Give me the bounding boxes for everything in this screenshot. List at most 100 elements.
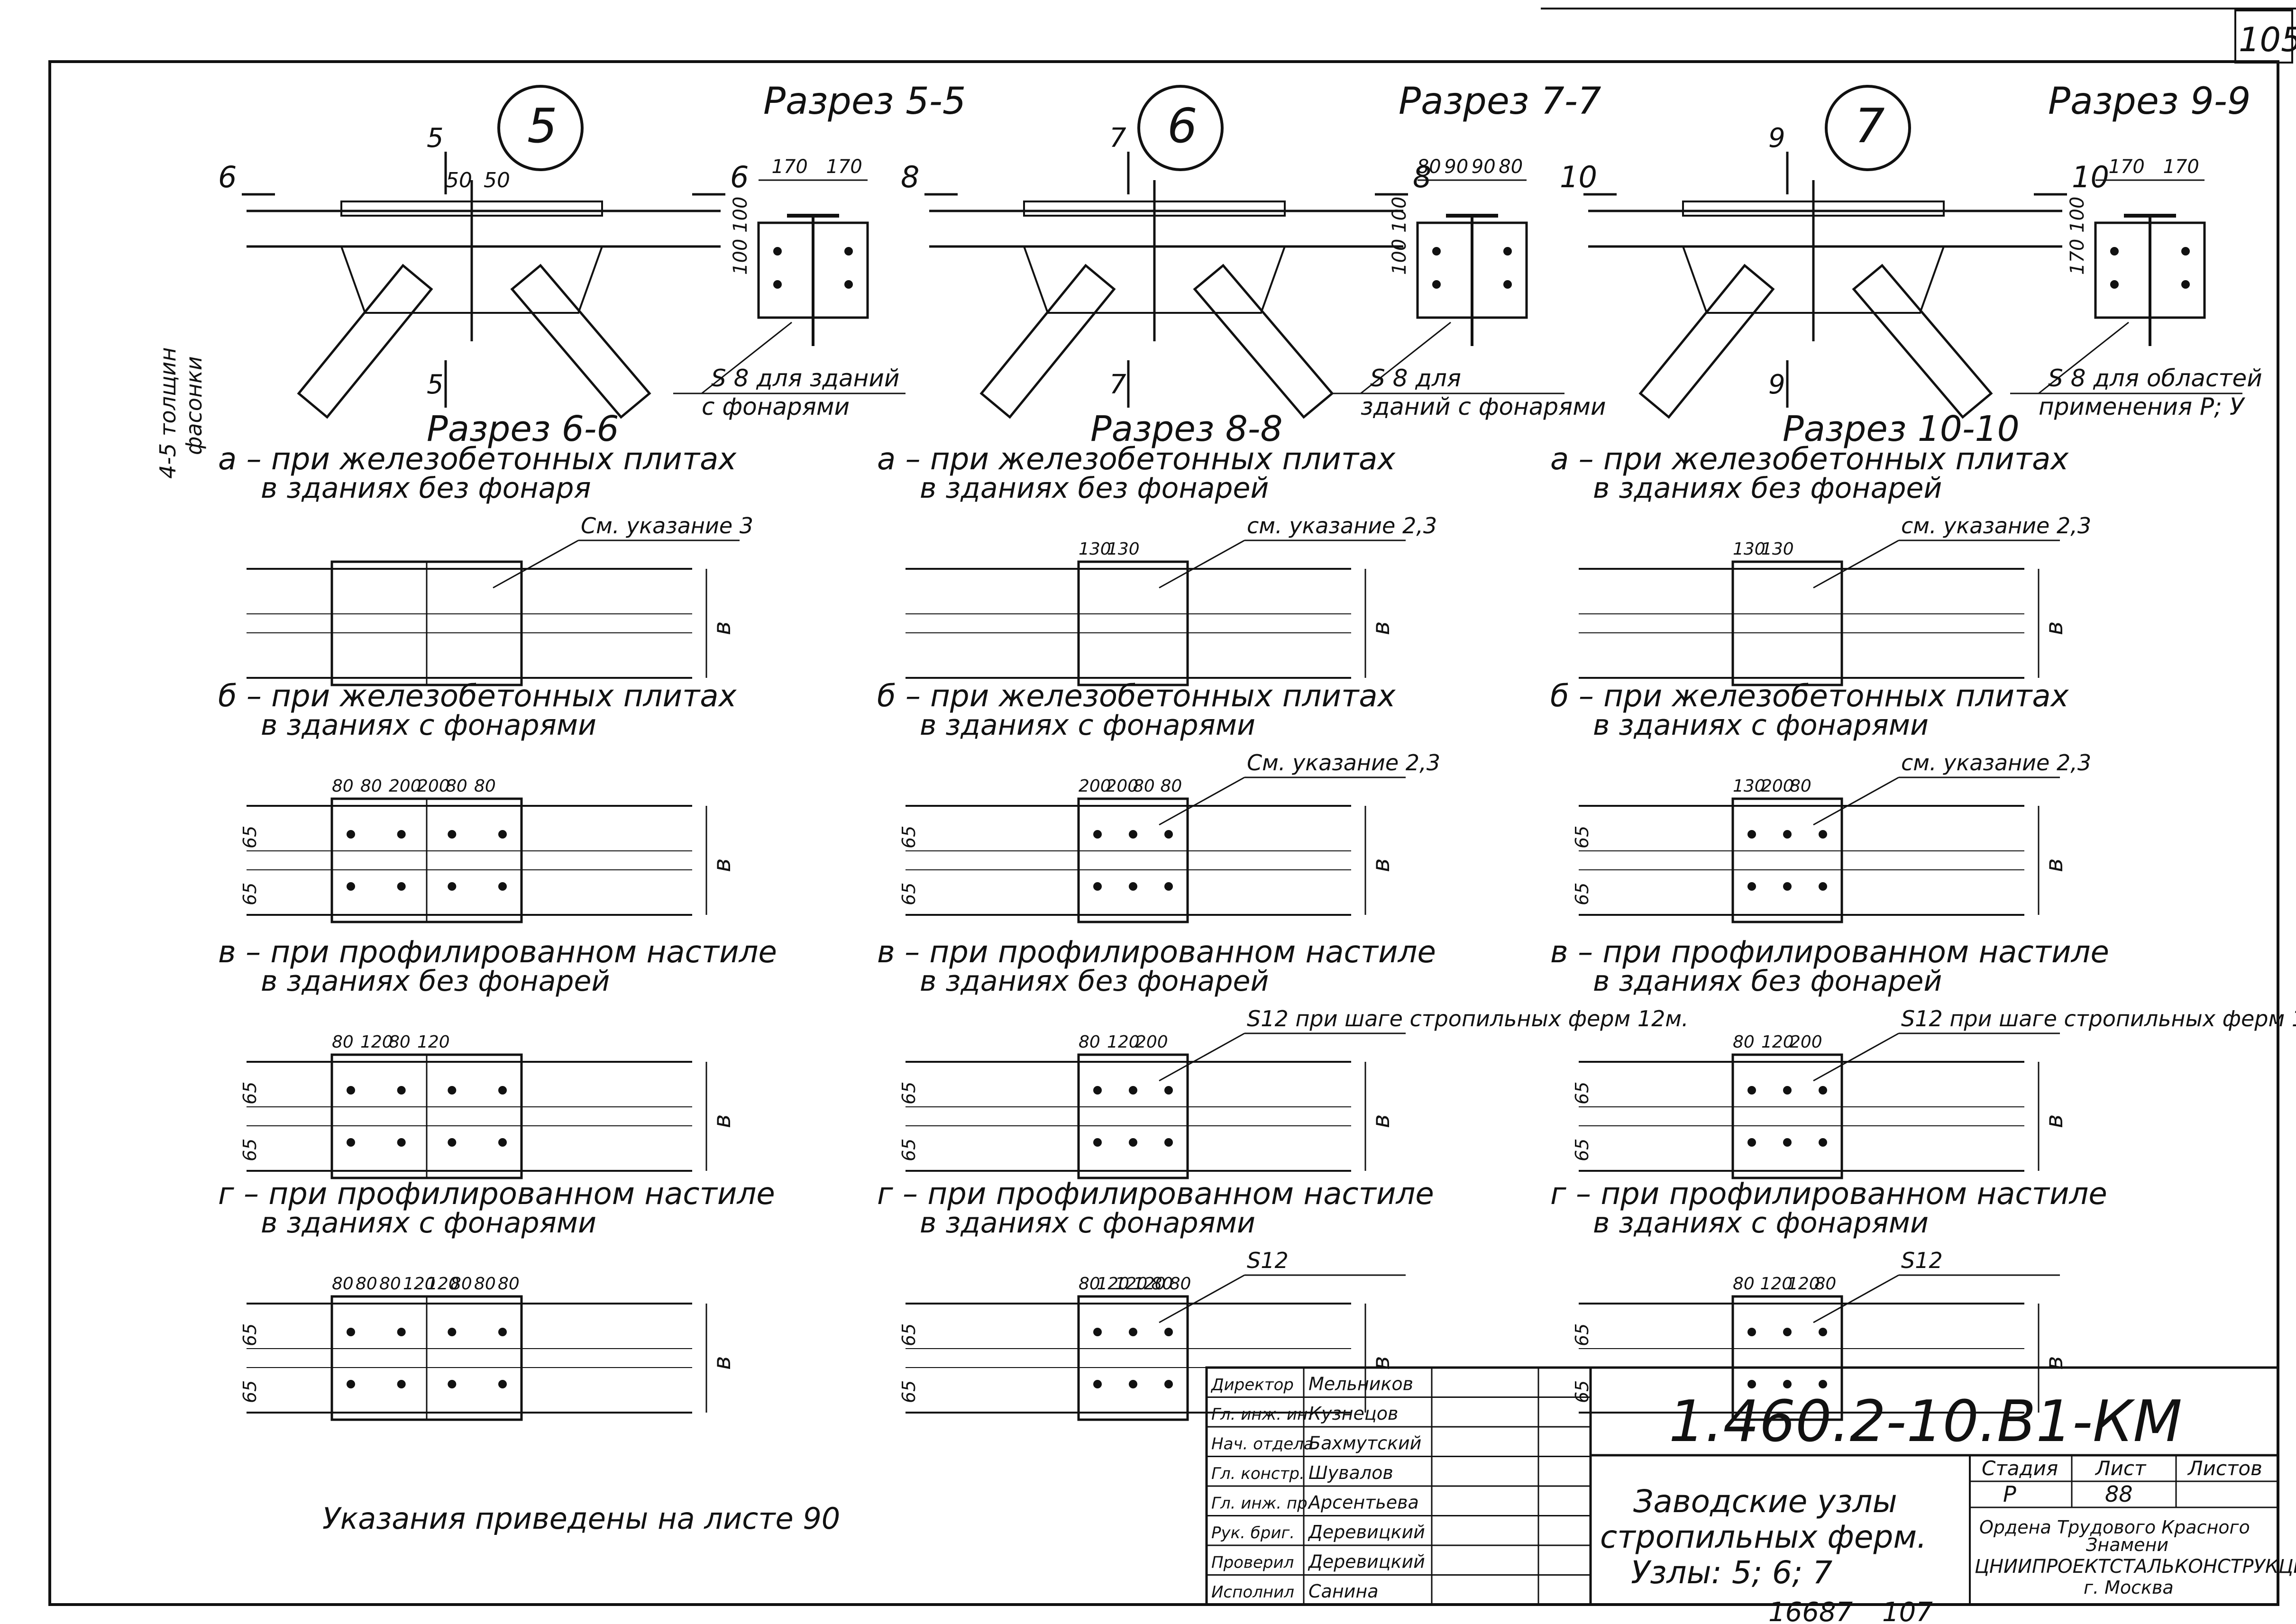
bolt bbox=[1093, 1138, 1102, 1147]
bolt bbox=[347, 830, 355, 839]
role-name: Деревицкий bbox=[1308, 1522, 1425, 1542]
dimension-label: 50 bbox=[484, 168, 510, 192]
variant-caption-line2: в зданиях с фонарями bbox=[1593, 709, 1929, 742]
width-dimension: в bbox=[1367, 858, 1395, 872]
role-label: Гл. инж. пр. bbox=[1211, 1494, 1312, 1513]
bolt-hole bbox=[1432, 247, 1441, 255]
bolt bbox=[347, 1328, 355, 1336]
plate-dimension: 120 bbox=[403, 1274, 436, 1294]
bolt bbox=[1093, 882, 1102, 891]
section-below-title: Разрез 10-10 bbox=[1783, 409, 2020, 449]
leader-line bbox=[1360, 321, 1451, 394]
bolt bbox=[1747, 882, 1756, 891]
bolt bbox=[347, 1138, 355, 1147]
bolt bbox=[1783, 1380, 1792, 1388]
node-number-circle bbox=[1825, 85, 1911, 171]
bolt bbox=[1093, 1328, 1102, 1336]
section-title: Разрез 7-7 bbox=[1399, 80, 1601, 123]
title-line-1: Заводские узлы bbox=[1633, 1483, 1897, 1520]
plate-dimension: 200 bbox=[417, 776, 450, 796]
variant-caption-line1: а – при железобетонных плитах bbox=[877, 442, 1396, 477]
role-name: Шувалов bbox=[1308, 1462, 1393, 1483]
variant-caption-line2: в зданиях с фонарями bbox=[261, 1206, 596, 1240]
plate-dimension: 120 bbox=[1787, 1274, 1820, 1294]
bolt bbox=[448, 882, 457, 891]
section-mark-bottom: 5 bbox=[427, 369, 444, 400]
variant-caption-line2: в зданиях с фонарями bbox=[1593, 1206, 1929, 1240]
section-dimension: 170 bbox=[2109, 156, 2145, 178]
plate-dimension: 200 bbox=[1106, 776, 1139, 796]
splice-plate bbox=[1077, 1295, 1189, 1421]
plate-dimension: 80 bbox=[1815, 1274, 1837, 1294]
bolt-hole bbox=[773, 247, 782, 255]
variant-caption-line1: г – при профилированном настиле bbox=[1550, 1177, 2107, 1212]
title-line-3: Узлы: 5; 6; 7 bbox=[1631, 1554, 1832, 1591]
variant-caption-line1: г – при профилированном настиле bbox=[218, 1177, 775, 1212]
section-below-title: Разрез 8-8 bbox=[1090, 409, 1283, 449]
bolt bbox=[1783, 1138, 1792, 1147]
variant-caption-line1: а – при железобетонных плитах bbox=[218, 442, 737, 477]
dimension-65: 65 bbox=[1572, 826, 1592, 848]
plate-dimension: 120 bbox=[1097, 1274, 1129, 1294]
diagonal-member-right bbox=[510, 264, 651, 419]
section-below-title: Разрез 6-6 bbox=[427, 409, 619, 449]
plate-dimension: 80 bbox=[1079, 1032, 1100, 1052]
bolt-hole bbox=[2181, 247, 2190, 255]
role-label: Гл. констр. bbox=[1211, 1464, 1305, 1483]
bolt bbox=[1783, 1086, 1792, 1095]
plate-dimension: 80 bbox=[360, 776, 382, 796]
variant-caption-line1: г – при профилированном настиле bbox=[877, 1177, 1434, 1212]
plate-dimension: 80 bbox=[379, 1274, 401, 1294]
plate-dimension: 80 bbox=[1161, 776, 1182, 796]
bolt bbox=[347, 1086, 355, 1095]
end-mark-right: 10 bbox=[2072, 160, 2109, 194]
org-line-1: Ордена Трудового Красного bbox=[1979, 1517, 2250, 1538]
plate-dimension: 80 bbox=[474, 1274, 496, 1294]
bolt bbox=[1129, 1328, 1137, 1336]
dimension-65: 65 bbox=[239, 1323, 260, 1346]
dimension-65: 65 bbox=[239, 1139, 260, 1161]
bolt-hole bbox=[844, 280, 853, 289]
bolt-hole bbox=[1503, 280, 1512, 289]
end-mark-left: 6 bbox=[218, 160, 237, 194]
section-mark-top: 7 bbox=[1109, 123, 1126, 154]
plate-dimension: 130 bbox=[1733, 539, 1765, 559]
bolt bbox=[1747, 1086, 1756, 1095]
bolt bbox=[1747, 1138, 1756, 1147]
width-dimension: в bbox=[708, 1356, 736, 1370]
node-number: 5 bbox=[527, 98, 558, 154]
role-name: Деревицкий bbox=[1308, 1551, 1425, 1572]
plate-dimension: 80 bbox=[1733, 1274, 1755, 1294]
width-dimension: в bbox=[708, 858, 736, 872]
plate-dimension: 120 bbox=[417, 1032, 450, 1052]
end-mark-left: 10 bbox=[1560, 160, 1597, 194]
bolt-hole bbox=[2110, 280, 2119, 289]
bolt bbox=[1093, 1086, 1102, 1095]
role-label: Гл. инж. ин. bbox=[1211, 1405, 1313, 1424]
width-dimension: в bbox=[1367, 621, 1395, 635]
section-dimension: 90 bbox=[1472, 156, 1496, 178]
section-dimension: 80 bbox=[1499, 156, 1523, 178]
node-number: 6 bbox=[1167, 98, 1198, 154]
bolt bbox=[1819, 1380, 1827, 1388]
bolt bbox=[498, 1086, 507, 1095]
bolt bbox=[1129, 830, 1137, 839]
variant-caption-line2: в зданиях без фонарей bbox=[261, 965, 610, 998]
callout-text: См. указание 3 bbox=[581, 513, 753, 538]
width-dimension: в bbox=[2040, 621, 2068, 635]
variant-caption-line1: в – при профилированном настиле bbox=[877, 935, 1436, 970]
section-mark-bottom: 9 bbox=[1768, 369, 1785, 400]
callout-text: S12 bbox=[1247, 1248, 1289, 1273]
bolt bbox=[1129, 1380, 1137, 1388]
dimension-65: 65 bbox=[239, 1082, 260, 1104]
page-number-box bbox=[2234, 9, 2293, 64]
